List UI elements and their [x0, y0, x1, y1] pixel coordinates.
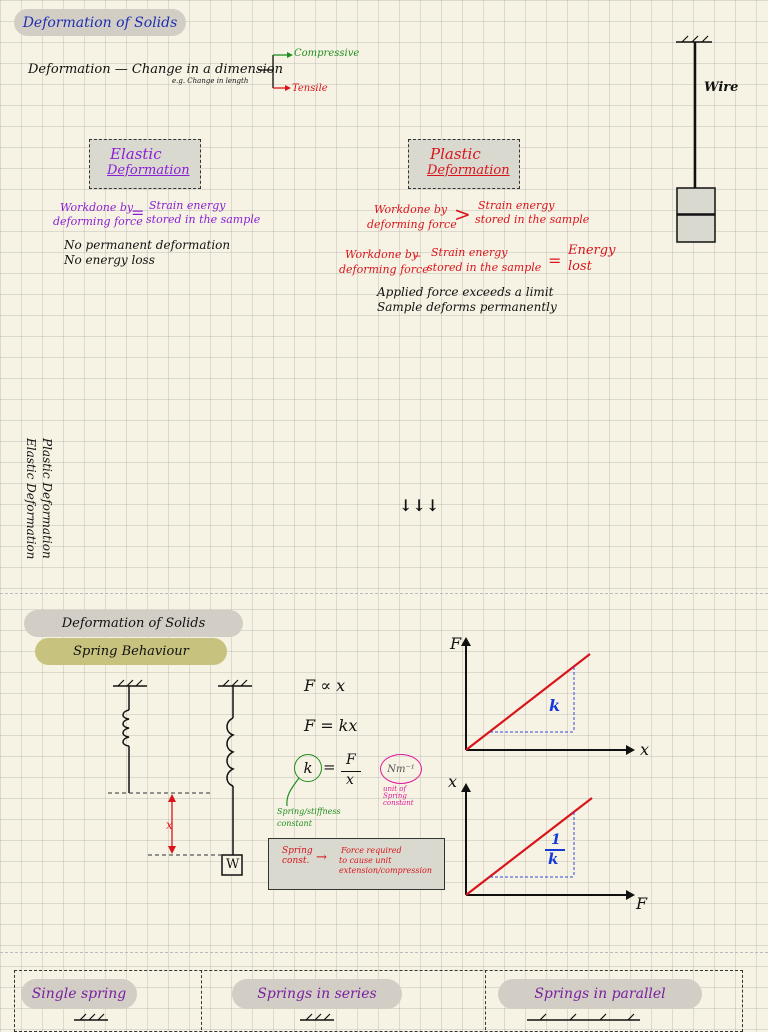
plastic-eq1-work-line1: Workdone by	[374, 203, 448, 216]
def-text-line3: extension/compression	[339, 866, 432, 875]
branch-compressive: Compressive	[294, 48, 360, 59]
def-label-line2: const.	[282, 856, 310, 866]
graph2-slope-bar	[545, 849, 565, 851]
graph2-line	[465, 797, 593, 896]
branch-tensile: Tensile	[292, 83, 328, 94]
plastic-eq1-symbol: >	[454, 202, 471, 226]
elastic-title-box	[89, 139, 201, 189]
plastic-eq2-work-line1: Workdone by	[345, 248, 419, 261]
graph1-line	[465, 653, 591, 751]
def-text-line2: to cause unit	[339, 856, 392, 865]
plastic-eq2-energy-line1: Strain energy	[431, 246, 508, 259]
elastic-energy-line2: stored in the sample	[146, 213, 261, 226]
plastic-eq2-result-line2: lost	[568, 259, 592, 274]
graph1-x-label: x	[640, 740, 650, 759]
elastic-title-line1: Elastic	[110, 145, 162, 163]
graph1-slope-label: k	[549, 696, 561, 715]
elastic-note1: No permanent deformation	[64, 238, 231, 252]
plastic-eq1-work-line2: deforming force	[367, 218, 457, 231]
plastic-eq1-energy-line2: stored in the sample	[475, 213, 590, 226]
elastic-equals: =	[131, 203, 145, 222]
parallel-springs-pill: Springs in parallel	[498, 979, 702, 1009]
spring-const-definition-box	[268, 838, 445, 890]
page3-col-divider-2	[485, 970, 486, 1030]
eq3-fraction-bar	[341, 771, 361, 772]
eq-proportional: F ∝ x	[304, 676, 346, 695]
plastic-note2: Sample deforms permanently	[377, 300, 557, 314]
plastic-eq2-work-line2: deforming force	[339, 263, 429, 276]
k-caption: Spring/stiffness constant	[277, 806, 341, 830]
plastic-eq1-energy-line1: Strain energy	[478, 199, 555, 212]
k-caption-line2: constant	[277, 819, 312, 828]
graph2-slope-den: k	[548, 850, 559, 868]
page-separator-1	[0, 593, 768, 594]
wire-diagram	[676, 35, 716, 243]
wire-label: Wire	[704, 80, 739, 95]
page1-title-pill: Deformation of Solids	[14, 9, 186, 36]
definition-dash: —	[114, 62, 128, 77]
eq3-numerator: F	[346, 752, 356, 768]
series-springs-pill: Springs in series	[232, 979, 402, 1009]
def-text: Force required to cause unit extension/c…	[339, 846, 432, 876]
def-label: Spring const.	[282, 846, 313, 866]
unit-caption-line1: unit of	[383, 785, 407, 793]
parallel-springs-label: Springs in parallel	[534, 986, 666, 1002]
def-text-line1: Force required	[341, 846, 402, 855]
series-springs-label: Springs in series	[257, 986, 377, 1002]
plastic-eq2-equals: =	[548, 251, 562, 270]
deformation-definition: Deformation — Change in a dimension	[28, 62, 283, 77]
plastic-eq2-energy-line2: stored in the sample	[427, 261, 542, 274]
elastic-energy-line1: Strain energy	[149, 199, 226, 212]
def-arrow: →	[316, 850, 327, 865]
definition-note: e.g. Change in length	[172, 77, 249, 85]
page2-title-pill: Deformation of Solids	[24, 610, 243, 637]
unit-caption: unit of Spring constant	[383, 786, 414, 807]
graph1-y-label: F	[450, 634, 462, 653]
definition-branch-arrows	[258, 52, 293, 91]
elastic-note2: No energy loss	[64, 253, 155, 267]
plastic-title-line1: Plastic	[430, 145, 481, 163]
unit-bubble: Nm⁻¹	[380, 754, 422, 784]
unit-caption-line2: Spring	[383, 792, 407, 800]
elastic-work-line1: Workdone by	[60, 201, 134, 214]
def-label-line1: Spring	[282, 846, 313, 856]
unit-text: Nm⁻¹	[387, 763, 415, 775]
unit-caption-line3: constant	[383, 799, 414, 807]
single-spring-pill: Single spring	[21, 979, 137, 1009]
eq-hooke: F = kx	[304, 716, 358, 735]
graph2-x-label: F	[636, 894, 648, 913]
plastic-eq2-result-line1: Energy	[568, 243, 616, 258]
plastic-note1: Applied force exceeds a limit	[377, 285, 554, 299]
definition-term: Deformation	[28, 62, 111, 77]
elastic-title-line2: Deformation	[107, 163, 190, 178]
elastic-work-line2: deforming force	[53, 215, 143, 228]
k-caption-line1: Spring/stiffness	[277, 807, 341, 816]
weight-label: W	[226, 857, 240, 872]
page2-title: Deformation of Solids	[61, 616, 206, 631]
page2-subtitle-pill: Spring Behaviour	[35, 638, 227, 665]
page1-title: Deformation of Solids	[22, 14, 178, 31]
eq3-equals: =	[323, 758, 336, 776]
plastic-title-line2: Deformation	[427, 163, 510, 178]
definition-text: Change in a dimension	[131, 62, 283, 77]
page-separator-2	[0, 952, 768, 953]
plastic-eq2-minus: –	[414, 248, 421, 264]
extension-label: x	[166, 818, 173, 832]
graph2-slope-num: 1	[551, 832, 561, 848]
page3-col-divider-1	[201, 970, 202, 1030]
k-symbol: k	[303, 759, 313, 777]
eq3-denominator: x	[346, 772, 354, 788]
graph2-y-label: x	[448, 772, 458, 791]
single-spring-label: Single spring	[31, 986, 127, 1002]
plastic-title-box	[408, 139, 520, 189]
down-arrows: ↓↓↓	[399, 496, 440, 515]
page2-subtitle: Spring Behaviour	[73, 644, 189, 659]
k-circle: k	[294, 754, 322, 782]
